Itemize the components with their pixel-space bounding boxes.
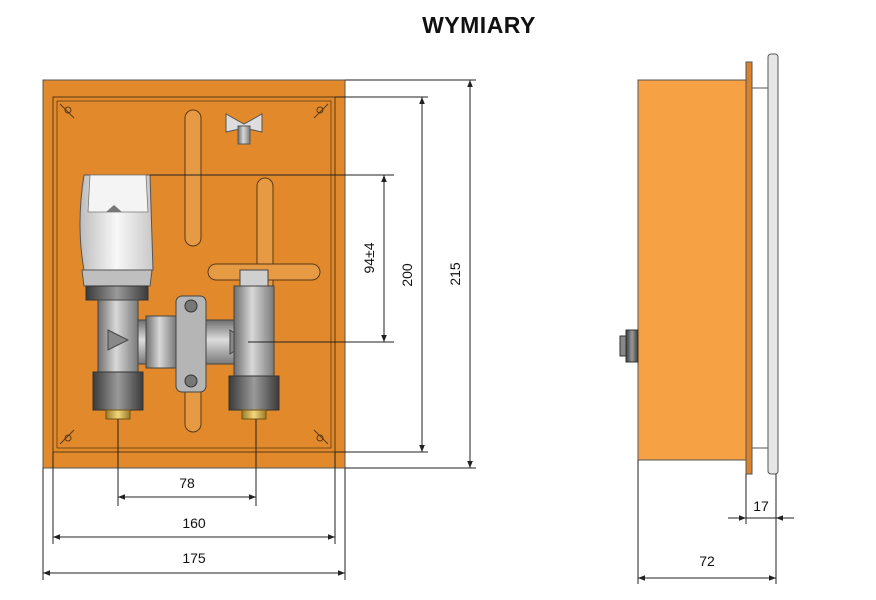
wing-screw-icon <box>225 113 263 145</box>
thermostatic-valve <box>79 174 280 420</box>
side-view-box <box>619 53 779 475</box>
mounting-bracket-icon <box>175 295 207 393</box>
dim-94-label: 94±4 <box>361 242 377 273</box>
dim-17-label: 17 <box>753 498 769 514</box>
dim-72-label: 72 <box>699 553 715 569</box>
slot-left <box>184 109 202 247</box>
dim-175-label: 175 <box>182 550 206 566</box>
dim-215-label: 215 <box>447 262 463 286</box>
dim-160-label: 160 <box>182 515 206 531</box>
dim-200-label: 200 <box>399 263 415 287</box>
dim-78-label: 78 <box>179 475 195 491</box>
corner-marks <box>59 103 329 445</box>
side-nut-icon <box>619 329 639 363</box>
side-flange <box>745 61 753 475</box>
side-cover-plate <box>767 53 779 475</box>
page-title: WYMIARY <box>422 12 536 38</box>
